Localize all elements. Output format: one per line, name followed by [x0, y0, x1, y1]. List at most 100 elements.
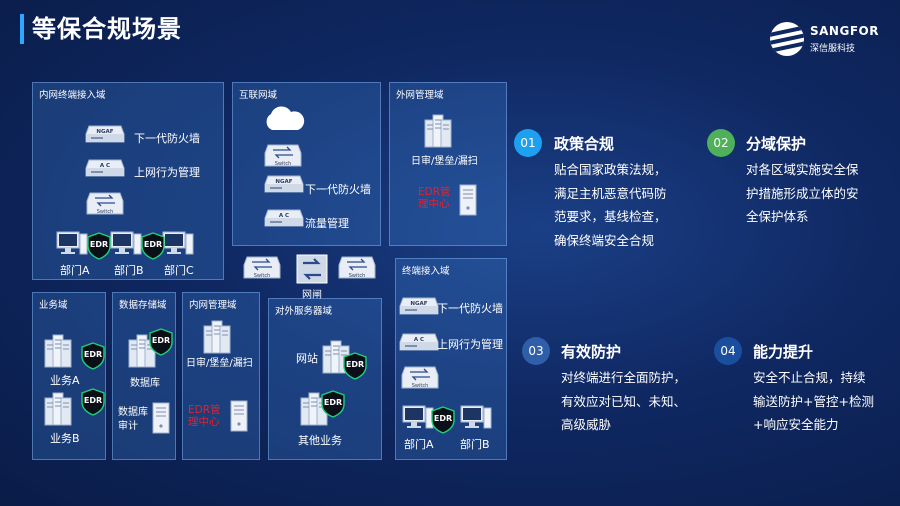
edr-shield-icon: EDR — [148, 328, 174, 356]
pc-icon — [402, 404, 434, 434]
server-rack-icon — [424, 114, 452, 152]
ac-device-icon: A C — [399, 332, 439, 356]
ac-device-icon: A C — [85, 158, 125, 182]
edr-label: EDR — [323, 398, 343, 407]
svg-text:Switch: Switch — [275, 161, 292, 167]
svg-text:Switch: Switch — [412, 383, 429, 389]
sangfor-logo-mark-icon — [770, 22, 804, 56]
edr-shield-icon: EDR — [86, 232, 112, 260]
edr-label: EDR — [345, 360, 365, 369]
feature-body: 贴合国家政策法规， 满足主机恶意代码防 范要求，基线检查， 确保终端安全合规 — [554, 162, 667, 248]
edr-shield-icon: EDR — [80, 388, 106, 416]
zone-label: 互联网域 — [239, 90, 278, 101]
edr-center-label: EDR管理中心 — [418, 186, 451, 210]
device-label: 下一代防火墙 — [305, 183, 371, 196]
feature-number-badge: 02 — [707, 129, 735, 157]
zone-label: 终端接入域 — [402, 266, 450, 277]
feature-body: 对各区域实施安全保 护措施形成立体的安 全保护体系 — [746, 162, 859, 224]
zone-internet: 互联网域 — [232, 82, 381, 246]
edr-label: EDR — [89, 240, 109, 249]
switch-icon: Switch — [401, 366, 439, 394]
gateway-label: 网闸 — [302, 290, 322, 301]
edr-center-label: EDR管理中心 — [188, 404, 221, 428]
feature-body: 安全不止合规，持续 输送防护+管控+检测 +响应安全能力 — [753, 370, 874, 432]
device-label: 上网行为管理 — [134, 166, 200, 179]
server-tower-icon — [152, 402, 170, 438]
server-tower-icon — [230, 400, 248, 436]
server-label: 其他业务 — [298, 434, 342, 447]
svg-text:NGAF: NGAF — [96, 129, 113, 135]
sangfor-logo: SANGFOR 深信服科技 — [770, 20, 882, 60]
dept-label: 部门B — [460, 438, 490, 451]
server-rack-icon — [44, 334, 72, 372]
server-label: 业务B — [50, 432, 80, 445]
svg-text:Switch: Switch — [97, 209, 114, 215]
pc-icon — [460, 404, 492, 434]
server-tower-icon — [459, 184, 477, 220]
feature-number-badge: 03 — [522, 337, 550, 365]
device-label: 下一代防火墙 — [134, 132, 200, 145]
edr-shield-icon: EDR — [342, 352, 368, 380]
page-title: 等保合规场景 — [32, 15, 182, 43]
edr-label: EDR — [433, 414, 453, 423]
pc-icon — [162, 230, 194, 260]
zone-external-mgmt: 外网管理域 — [389, 82, 507, 246]
feature-title: 能力提升 — [753, 343, 814, 361]
dept-label: 部门B — [114, 264, 144, 277]
server-label: 数据库审计 — [118, 407, 148, 432]
server-rack-icon — [203, 320, 231, 358]
zone-internal-mgmt: 内网管理域 — [182, 292, 260, 460]
svg-text:NGAF: NGAF — [410, 301, 427, 307]
server-rack-icon — [44, 392, 72, 430]
logo-subtitle: 深信服科技 — [810, 44, 856, 54]
svg-text:A C: A C — [414, 337, 424, 343]
svg-text:Switch: Switch — [254, 273, 271, 279]
device-label: 上网行为管理 — [437, 338, 503, 351]
svg-text:A C: A C — [279, 213, 289, 219]
zone-label: 内网管理域 — [189, 300, 237, 311]
feature-title: 政策合规 — [554, 135, 615, 153]
switch-icon: Switch — [264, 144, 302, 172]
edr-label: EDR — [83, 396, 103, 405]
edr-shield-icon: EDR — [80, 342, 106, 370]
ngaf-firewall-icon: NGAF — [85, 124, 125, 148]
zone-label: 数据存储域 — [119, 300, 167, 311]
edr-shield-icon: EDR — [430, 406, 456, 434]
zone-business: 业务域 — [32, 292, 106, 460]
edr-label: EDR — [151, 336, 171, 345]
database-server-icon — [128, 334, 156, 372]
server-label: 业务A — [50, 374, 80, 387]
pc-icon — [56, 230, 88, 260]
ac-device-icon: A C — [264, 208, 304, 232]
server-label: 网站 — [296, 352, 318, 365]
feature-title: 有效防护 — [561, 343, 622, 361]
feature-title: 分域保护 — [746, 135, 807, 153]
server-label: 数据库 — [130, 378, 160, 389]
switch-icon: Switch — [243, 256, 281, 284]
feature-number-badge: 04 — [714, 337, 742, 365]
zone-label: 对外服务器域 — [275, 306, 333, 317]
device-label: 日审/堡垒/漏扫 — [186, 358, 253, 369]
dept-label: 部门C — [164, 264, 194, 277]
switch-icon: Switch — [86, 192, 124, 220]
zone-external-service: 对外服务器域 — [268, 298, 382, 460]
svg-text:A C: A C — [100, 163, 110, 169]
feature-body: 对终端进行全面防护， 有效应对已知、未知、 高级威胁 — [561, 370, 687, 432]
edr-shield-icon: EDR — [320, 390, 346, 418]
ngaf-firewall-icon: NGAF — [264, 174, 304, 198]
svg-text:Switch: Switch — [349, 273, 366, 279]
switch-icon: Switch — [338, 256, 376, 284]
gateway-icon — [296, 254, 328, 288]
device-label: 日审/堡垒/漏扫 — [411, 156, 478, 167]
cloud-icon — [262, 106, 306, 136]
edr-label: EDR — [83, 350, 103, 359]
dept-label: 部门A — [404, 438, 434, 451]
ngaf-firewall-icon: NGAF — [399, 296, 439, 320]
zone-label: 业务域 — [39, 300, 68, 311]
edr-label: EDR — [143, 240, 163, 249]
zone-label: 外网管理域 — [396, 90, 444, 101]
title-accent-bar — [20, 14, 24, 44]
device-label: 下一代防火墙 — [437, 302, 503, 315]
device-label: 流量管理 — [305, 217, 349, 230]
edr-shield-icon: EDR — [140, 232, 166, 260]
